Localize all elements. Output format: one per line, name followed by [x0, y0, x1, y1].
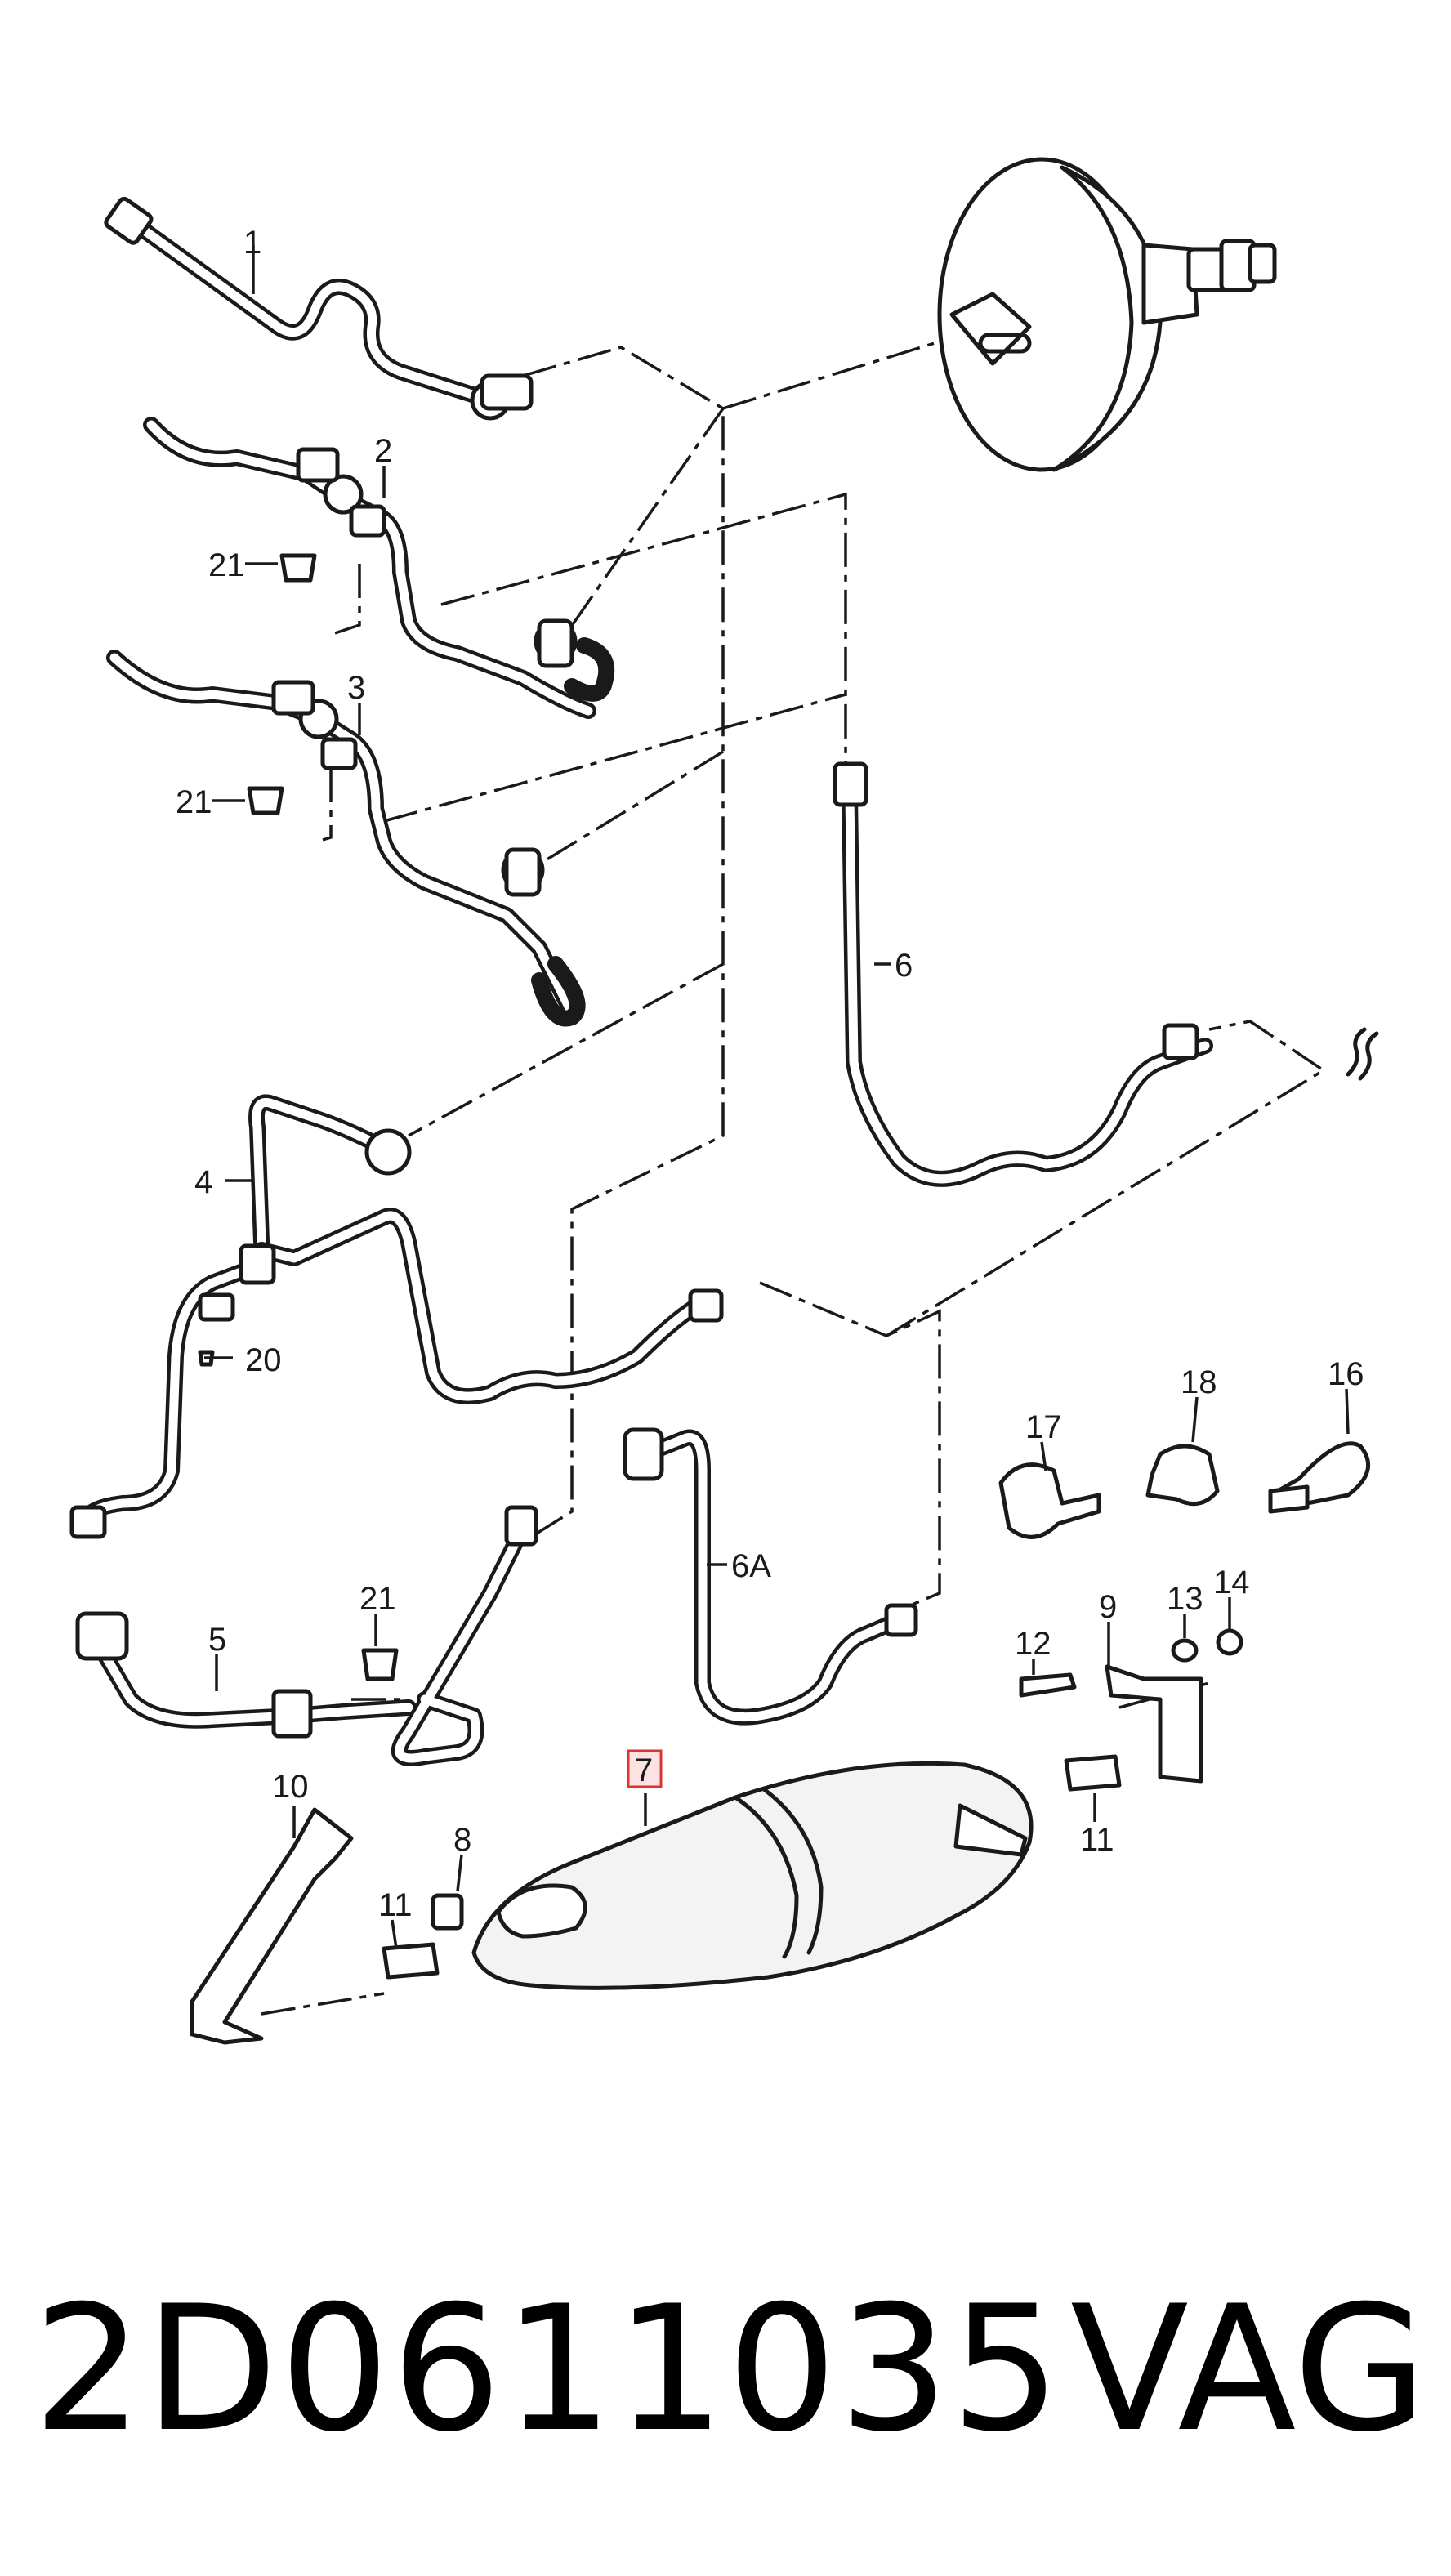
callout-6a: 6A	[731, 1548, 771, 1584]
brake-pipe-6	[833, 761, 1379, 1187]
bracket-10	[190, 1807, 354, 2045]
callout-2: 2	[374, 433, 392, 469]
callout-17: 17	[1025, 1409, 1062, 1445]
callout-1: 1	[243, 225, 261, 261]
callout-11-right: 11	[1080, 1822, 1114, 1858]
callout-13: 13	[1167, 1581, 1203, 1617]
callout-9: 9	[1099, 1589, 1117, 1625]
callout-21-top: 21	[208, 547, 245, 583]
pressure-accumulator	[471, 1761, 1034, 1990]
assembly-reference-lines	[261, 337, 1327, 2016]
callout-4: 4	[194, 1164, 212, 1200]
brake-pipe-5	[75, 1505, 538, 1766]
leader-lines	[204, 245, 1350, 1949]
callout-11-left: 11	[378, 1887, 413, 1923]
callout-16: 16	[1328, 1356, 1364, 1392]
callout-21-bottom: 21	[359, 1581, 396, 1617]
footer: 2D0611035 VAG	[0, 2271, 1451, 2467]
callout-5: 5	[208, 1622, 226, 1658]
callout-21-mid: 21	[176, 784, 212, 820]
callout-6: 6	[895, 948, 913, 984]
callout-10: 10	[272, 1769, 309, 1805]
highlight-box	[627, 1749, 663, 1788]
part-number: 2D0611035	[33, 2268, 1063, 2470]
hardware	[198, 553, 1370, 1980]
brand-name: VAG	[1070, 2268, 1428, 2470]
brake-servo	[937, 157, 1277, 472]
brake-pipe-3	[106, 650, 586, 1027]
brake-pipe-1	[104, 196, 534, 421]
callout-7: 7	[635, 1752, 653, 1788]
callout-20: 20	[245, 1342, 282, 1378]
callout-3: 3	[347, 670, 365, 706]
callout-18: 18	[1181, 1364, 1217, 1400]
callout-labels: 1 2 3 4 5 6 6A 7 8 9 10 11 11 12 13 14 1…	[176, 225, 1364, 1923]
callout-12: 12	[1015, 1626, 1051, 1662]
brake-pipe-4	[69, 1094, 724, 1539]
brake-pipe-2	[143, 417, 615, 719]
brake-pipe-6A	[623, 1427, 918, 1726]
parts-diagram: 1 2 3 4 5 6 6A 7 8 9 10 11 11 12 13 14 1…	[69, 157, 1379, 2045]
callout-14: 14	[1213, 1565, 1250, 1601]
callout-8: 8	[453, 1822, 471, 1858]
